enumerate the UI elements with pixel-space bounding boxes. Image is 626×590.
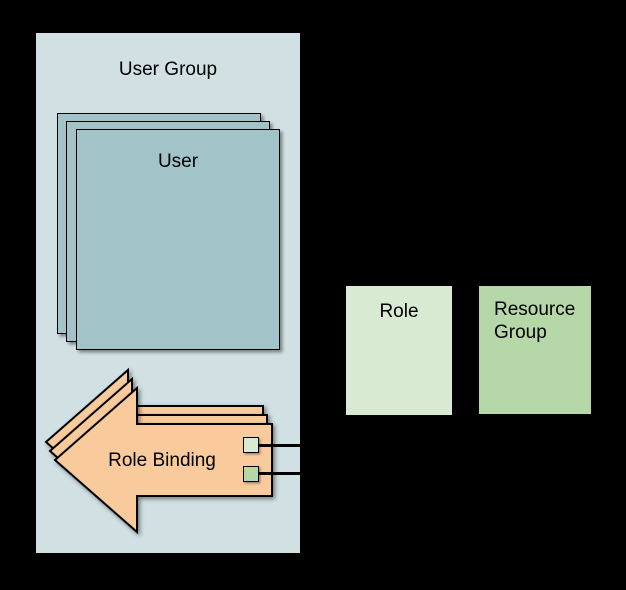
- resource-group-label: Resource Group: [494, 299, 581, 343]
- role-binding-arrow-front: [53, 385, 273, 535]
- user-group-label: User Group: [118, 59, 218, 80]
- role-label: Role: [379, 301, 419, 322]
- resource-group-box: [478, 285, 592, 415]
- role-binding-arrow-stack: Role Binding: [44, 367, 273, 535]
- user-card-front: [76, 129, 280, 350]
- resource-group-port-square: [243, 466, 259, 482]
- user-label: User: [157, 151, 199, 172]
- resource-group-connector-line: [257, 472, 478, 475]
- role-binding-label: Role Binding: [108, 450, 216, 471]
- role-box: [345, 285, 453, 416]
- role-connector-line: [257, 444, 345, 447]
- role-port-square: [243, 437, 259, 453]
